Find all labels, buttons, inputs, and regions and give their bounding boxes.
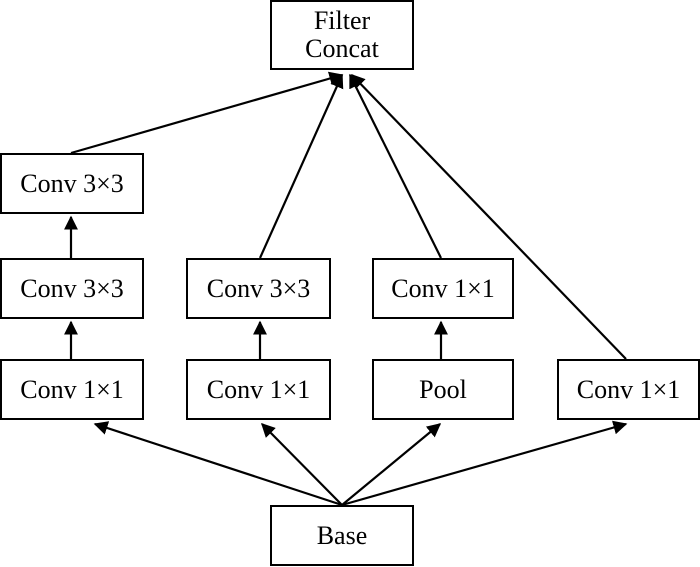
filter-concat-label-line1: Filter — [313, 6, 371, 35]
conv3x3-second-label: Conv 3×3 — [206, 273, 311, 303]
arrow-conv3x3-top-to-filter-concat — [70, 71, 344, 155]
base-label: Base — [316, 520, 368, 550]
conv1x1-second-label: Conv 1×1 — [206, 374, 311, 404]
conv3x3-mid-label: Conv 3×3 — [20, 273, 124, 303]
conv1x1-right-node: Conv 1×1 — [557, 359, 700, 420]
conv1x1-right-label: Conv 1×1 — [576, 374, 681, 404]
conv1x1-second-node: Conv 1×1 — [186, 359, 331, 420]
pool-node: Pool — [372, 359, 514, 420]
conv1x1-left-node: Conv 1×1 — [0, 359, 144, 420]
arrow-conv3x3-second-to-filter-concat — [258, 73, 344, 259]
arrow-conv1x1-right-to-filter-concat — [351, 73, 627, 360]
base-node: Base — [270, 505, 414, 566]
conv3x3-mid-node: Conv 3×3 — [0, 258, 144, 319]
conv3x3-second-node: Conv 3×3 — [186, 258, 331, 319]
conv3x3-top-label: Conv 3×3 — [20, 168, 124, 198]
arrow-base-to-conv1x1-second — [261, 423, 343, 506]
arrow-conv1x1-third-to-filter-concat — [349, 73, 442, 259]
arrow-base-to-conv1x1-left — [93, 421, 343, 507]
arrow-base-to-pool — [341, 423, 442, 506]
arrow-base-to-conv1x1-right — [341, 420, 628, 507]
pool-label: Pool — [419, 374, 467, 404]
conv1x1-third-node: Conv 1×1 — [372, 258, 514, 319]
filter-concat-node: Filter Concat — [270, 0, 414, 70]
filter-concat-label-line2: Concat — [305, 34, 379, 63]
conv3x3-top-node: Conv 3×3 — [0, 153, 144, 214]
conv1x1-left-label: Conv 1×1 — [20, 374, 124, 404]
conv1x1-third-label: Conv 1×1 — [391, 273, 495, 303]
